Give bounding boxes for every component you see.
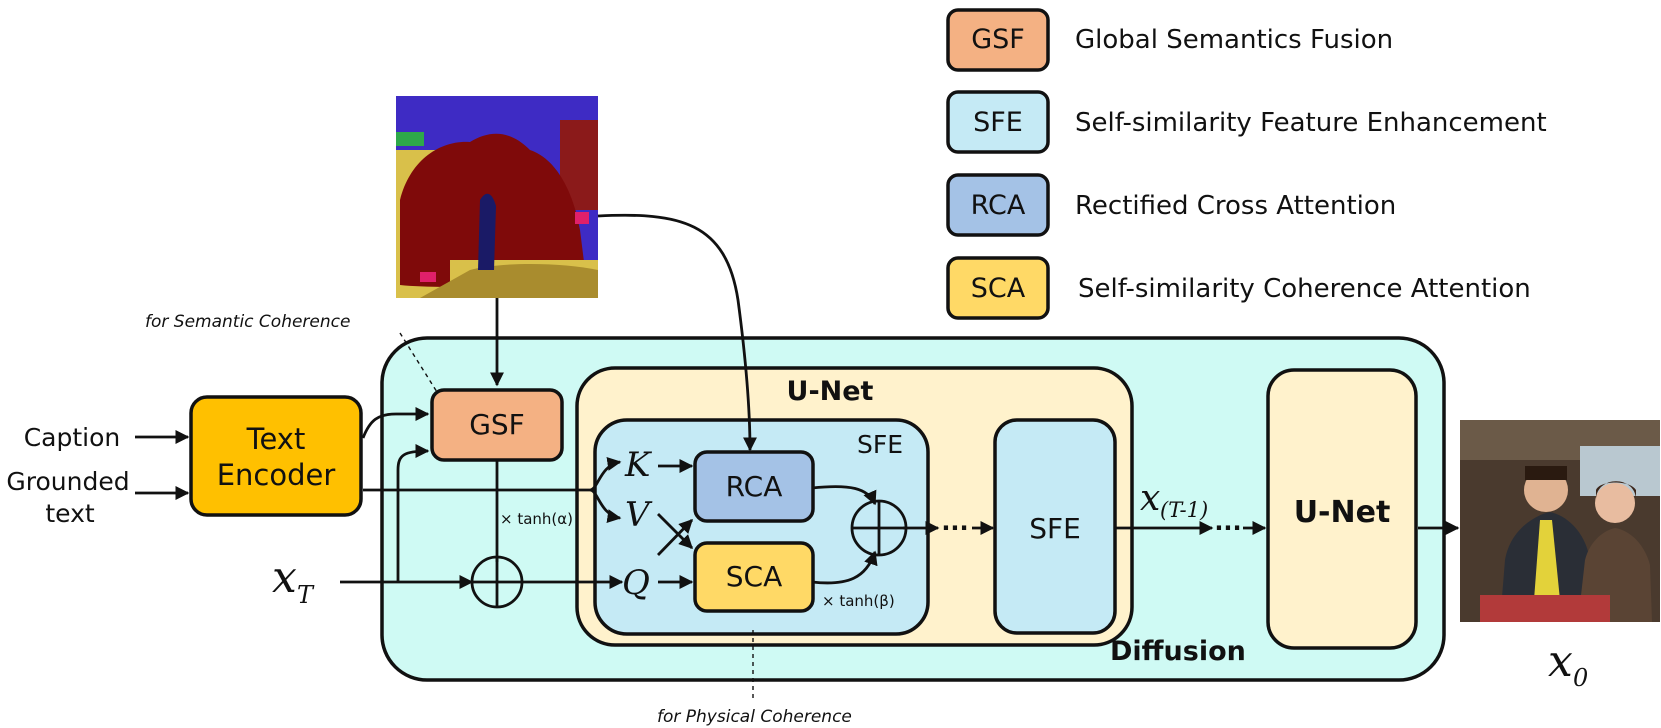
legend-sfe-name: Self-similarity Feature Enhancement [1075,108,1547,138]
sfe-block-label: SFE [1029,512,1081,545]
xt-label: x T [272,552,315,609]
x-t1-sub: (T-1) [1160,498,1208,522]
k-label: K [624,445,653,485]
tanh-alpha-label: × tanh(α) [500,510,573,528]
q-to-rca-arrow [656,518,694,556]
sca-box [693,541,815,613]
x0-main: x [1548,636,1573,687]
gsf-box [430,388,564,462]
xt-main: x [272,552,297,603]
physical-coherence-note: for Physical Coherence [657,707,852,727]
legend-rca-abbr: RCA [971,190,1026,221]
rca-label: RCA [726,470,783,503]
plus-circle-gate [470,555,524,609]
grounded-label-line1: Grounded [6,467,129,496]
encoder-to-gsf-arrow [361,407,430,439]
legend-sfe-swatch [946,90,1050,154]
sfe-block-box [993,418,1117,635]
legend-rca-swatch [946,173,1050,237]
wires [135,213,1460,700]
legend-sca-swatch [946,256,1050,320]
legend-item-rca: RCA Rectified Cross Attention [946,173,1396,237]
semantic-coherence-note: for Semantic Coherence [145,312,350,332]
legend-gsf-abbr: GSF [971,24,1025,55]
grounded-label-line2: text [45,499,95,528]
sfe-inner-label: SFE [857,430,903,459]
legend-item-gsf: GSF Global Semantics Fusion [946,8,1393,72]
segmentation-map [396,96,598,298]
text-encoder-line1: Text [246,422,306,456]
legend-sfe-abbr: SFE [973,107,1023,138]
legend: GSF Global Semantics Fusion SFE Self-sim… [946,8,1547,320]
rca-box [693,450,815,523]
q-label: Q [622,563,650,603]
encoder-to-v-arrow [589,488,622,524]
sca-to-plus-arrow [811,550,878,585]
ellipsis-1: ··· [941,514,968,542]
unet-right-box [1266,368,1418,650]
x-t1-main: x [1140,478,1160,519]
unet-label: U-Net [787,376,874,407]
legend-sca-name: Self-similarity Coherence Attention [1078,274,1531,304]
plus-circle-attention [850,499,908,557]
unet-right-label: U-Net [1294,495,1391,530]
v-to-sca-arrow [657,513,693,549]
semantic-note-line [399,332,438,393]
segmap-to-rca-arrow [597,213,757,452]
caption-label: Caption [24,423,121,452]
rca-to-plus-arrow [811,485,877,506]
legend-gsf-swatch [946,8,1050,72]
text-encoder-line2: Encoder [217,458,336,492]
xt-sub: T [297,581,315,609]
ellipsis-2: ··· [1214,514,1241,542]
legend-item-sfe: SFE Self-similarity Feature Enhancement [946,90,1547,154]
text-encoder-box [189,395,363,517]
diffusion-label: Diffusion [1110,636,1246,667]
legend-sca-abbr: SCA [971,273,1026,304]
x0-label: x 0 [1548,636,1588,692]
tanh-beta-label: × tanh(β) [822,592,895,610]
legend-gsf-name: Global Semantics Fusion [1075,25,1393,55]
v-label: V [625,495,653,535]
xt-to-gsf-arrow [396,444,430,582]
legend-rca-name: Rectified Cross Attention [1075,191,1396,221]
output-image [1460,420,1660,622]
gsf-label: GSF [469,408,525,441]
legend-item-sca: SCA Self-similarity Coherence Attention [946,256,1531,320]
x-t-minus-1-label: x (T-1) [1140,478,1208,522]
x0-sub: 0 [1573,664,1588,692]
sca-label: SCA [726,560,782,593]
